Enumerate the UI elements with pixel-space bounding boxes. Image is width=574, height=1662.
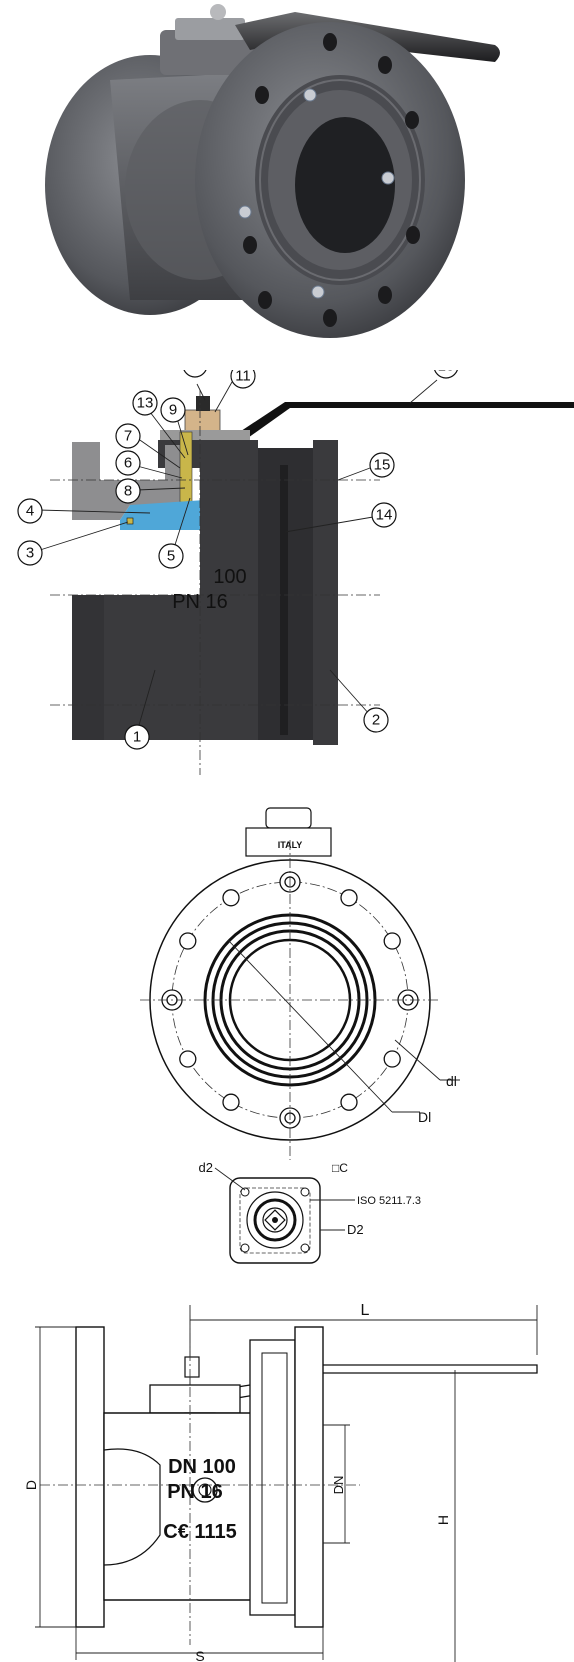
valve-photo [0, 0, 574, 350]
bolt-hole [222, 889, 240, 907]
callout-12: 12 [183, 370, 207, 378]
dim-d2-small: d2 [199, 1160, 213, 1175]
callout-4: 4 [17, 498, 43, 524]
left-flange [75, 1326, 105, 1628]
dim-H: H [435, 1515, 451, 1525]
side-view: L •• H D DN [0, 1275, 574, 1662]
svg-text:1: 1 [133, 729, 141, 746]
gland-nut [184, 409, 221, 433]
svg-text:4: 4 [26, 503, 34, 520]
callout-5: 5 [158, 543, 184, 569]
callout-1: 1 [124, 724, 150, 750]
svg-text:11: 11 [235, 370, 251, 385]
svg-text:12: 12 [187, 370, 204, 374]
callout-14: 14 [371, 502, 397, 528]
side-marking-pn: PN 16 [167, 1481, 223, 1503]
svg-text:6: 6 [124, 455, 132, 472]
bolt-hole [179, 932, 197, 950]
dim-square-c: □C [332, 1161, 348, 1175]
callout-9: 9 [160, 397, 186, 423]
side-marking-dn: DN 100 [168, 1456, 236, 1478]
bolt-hole [340, 889, 358, 907]
svg-text:3: 3 [26, 545, 34, 562]
dim-D2-large: D2 [347, 1222, 364, 1237]
ball [120, 500, 205, 530]
svg-text:5: 5 [167, 548, 175, 565]
svg-text:2: 2 [372, 712, 380, 729]
section-marking-line2: PN 16 [172, 591, 228, 613]
stem [179, 431, 193, 503]
callout-6: 6 [115, 450, 141, 476]
dim-S: S [195, 1648, 204, 1662]
bolt-hole [179, 1050, 197, 1068]
section-handle [235, 402, 574, 440]
svg-text:7: 7 [124, 428, 132, 445]
callout-15: 15 [369, 452, 395, 478]
bolt-hole [222, 1093, 240, 1111]
callout-11: 11 [230, 370, 256, 389]
callout-7: 7 [115, 423, 141, 449]
dim-dl-small: dl [446, 1073, 457, 1089]
dim-D: D [23, 1480, 39, 1490]
dim-L: L [361, 1302, 370, 1319]
callout-2: 2 [363, 707, 389, 733]
right-flange [294, 1326, 324, 1628]
bolt-hole [383, 1050, 401, 1068]
section-marking-line1: 100 [213, 566, 246, 588]
callout-8: 8 [115, 478, 141, 504]
svg-text:15: 15 [374, 457, 391, 474]
bolt-hole [383, 932, 401, 950]
section-view: 100 PN 16 1 2 3 4 5 [0, 370, 574, 790]
svg-text:8: 8 [124, 483, 132, 500]
bore [295, 117, 395, 253]
callout-10: 10 [434, 370, 458, 379]
bolt-hole [340, 1093, 358, 1111]
callout-13: 13 [132, 390, 158, 416]
mounting-pad: d2 □C ISO 5211.7.3 D2 [0, 1160, 574, 1270]
front-view: ITALY Dl dl [0, 800, 574, 1175]
svg-text:13: 13 [137, 395, 154, 412]
iso-flange-standard: ISO 5211.7.3 [357, 1195, 421, 1207]
svg-text:10: 10 [438, 370, 455, 375]
dim-DN: DN [331, 1476, 346, 1495]
side-marking-ce: C€ 1115 [163, 1521, 236, 1543]
svg-text:9: 9 [169, 402, 177, 419]
svg-text:14: 14 [376, 507, 393, 524]
callout-3: 3 [17, 540, 43, 566]
dim-dl-large: Dl [418, 1109, 431, 1125]
